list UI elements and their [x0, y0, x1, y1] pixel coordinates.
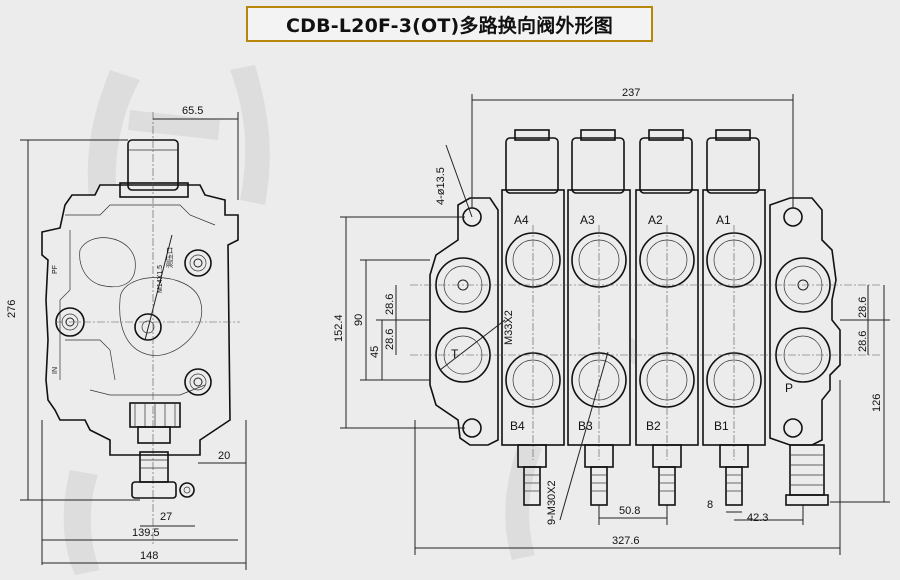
gauge-thread-label: M14X1.5 [157, 265, 164, 293]
port-label-in: IN [52, 367, 59, 374]
svg-text:139.5: 139.5 [132, 527, 160, 539]
port-label-p: P [785, 381, 793, 395]
port-label-a2: A2 [648, 213, 663, 227]
svg-text:276: 276 [6, 300, 18, 318]
front-dim-28-6-lower: 28.6 [384, 320, 397, 355]
port-label-a3: A3 [580, 213, 595, 227]
front-view-inlet-plate [429, 197, 499, 446]
side-view-dim-139-5: 139.5 [41, 420, 238, 565]
gauge-name-label: 测压口 [166, 247, 174, 268]
side-view-port-top [184, 249, 212, 277]
svg-text:42.3: 42.3 [747, 512, 768, 524]
side-view-dim-27: 27 [140, 511, 195, 527]
svg-text:152.4: 152.4 [333, 314, 345, 342]
side-view-port-bottom [184, 368, 212, 396]
side-view-body [41, 184, 239, 456]
svg-text:28.6: 28.6 [857, 331, 869, 352]
front-dim-45: 45 [369, 319, 430, 380]
front-view: A4 A3 A2 A1 B4 B3 B2 B1 T P 237 4-ø13.5 … [333, 87, 890, 555]
svg-text:126: 126 [871, 394, 883, 412]
front-view-outlet-plate [769, 197, 841, 446]
side-view-dim-276: 276 [6, 139, 140, 501]
port-label-pf: PF [52, 265, 59, 274]
svg-text:28.6: 28.6 [384, 329, 396, 350]
front-dim-90: 90 [353, 259, 430, 381]
port-label-a4: A4 [514, 213, 529, 227]
svg-text:327.6: 327.6 [612, 535, 640, 547]
front-dim-28-6-upper: 28.6 [384, 285, 397, 320]
port-label-t: T [451, 347, 459, 361]
side-view-dim-20: 20 [198, 420, 247, 470]
front-dim-237: 237 [471, 87, 794, 208]
spool-section-2 [635, 129, 699, 446]
port-label-a1: A1 [716, 213, 731, 227]
relief-valve [785, 444, 829, 506]
port-label-b1: B1 [714, 419, 729, 433]
side-view-port-gauge [134, 313, 162, 341]
front-dim-42-3: 42.3 [734, 505, 804, 525]
svg-text:20: 20 [218, 450, 230, 462]
front-dim-9-m30x2: 9-M30X2 [546, 351, 609, 525]
port-label-b2: B2 [646, 419, 661, 433]
front-dim-m33x2: M33X2 [439, 310, 515, 371]
side-view-dim-65-5: 65.5 [153, 105, 239, 200]
svg-text:237: 237 [622, 87, 640, 99]
svg-text:4-ø13.5: 4-ø13.5 [435, 167, 447, 205]
title-box: CDB-L20F-3(OT)多路换向阀外形图 [246, 6, 653, 42]
svg-text:9-M30X2: 9-M30X2 [546, 480, 558, 525]
front-dim-126: 126 [830, 285, 890, 503]
side-view: 65.5 276 20 27 139.5 148 PF IN [6, 105, 247, 570]
front-dim-right-28-6-upper: 28.6 [840, 285, 890, 321]
front-dim-327-6: 327.6 [414, 380, 841, 555]
front-dim-152-4: 152.4 [333, 216, 465, 429]
front-dim-right-28-6-lower: 28.6 [857, 320, 869, 355]
svg-text:M33X2: M33X2 [503, 310, 515, 345]
svg-text:148: 148 [140, 550, 158, 562]
svg-text:90: 90 [353, 314, 365, 326]
drawing-title: CDB-L20F-3(OT)多路换向阀外形图 [285, 14, 613, 37]
svg-text:8: 8 [707, 499, 713, 511]
svg-text:45: 45 [369, 346, 381, 358]
svg-text:65.5: 65.5 [182, 105, 203, 117]
svg-text:27: 27 [160, 511, 172, 523]
port-label-b3: B3 [578, 419, 593, 433]
spool-fittings [517, 444, 749, 506]
front-dim-mount-holes: 4-ø13.5 [435, 144, 473, 218]
svg-text:50.8: 50.8 [619, 505, 640, 517]
port-label-b4: B4 [510, 419, 525, 433]
front-dim-8: 8 [707, 499, 742, 513]
side-view-dim-148: 148 [42, 470, 247, 570]
svg-text:28.6: 28.6 [857, 297, 869, 318]
svg-text:28.6: 28.6 [384, 294, 396, 315]
front-dim-50-8: 50.8 [598, 505, 668, 525]
